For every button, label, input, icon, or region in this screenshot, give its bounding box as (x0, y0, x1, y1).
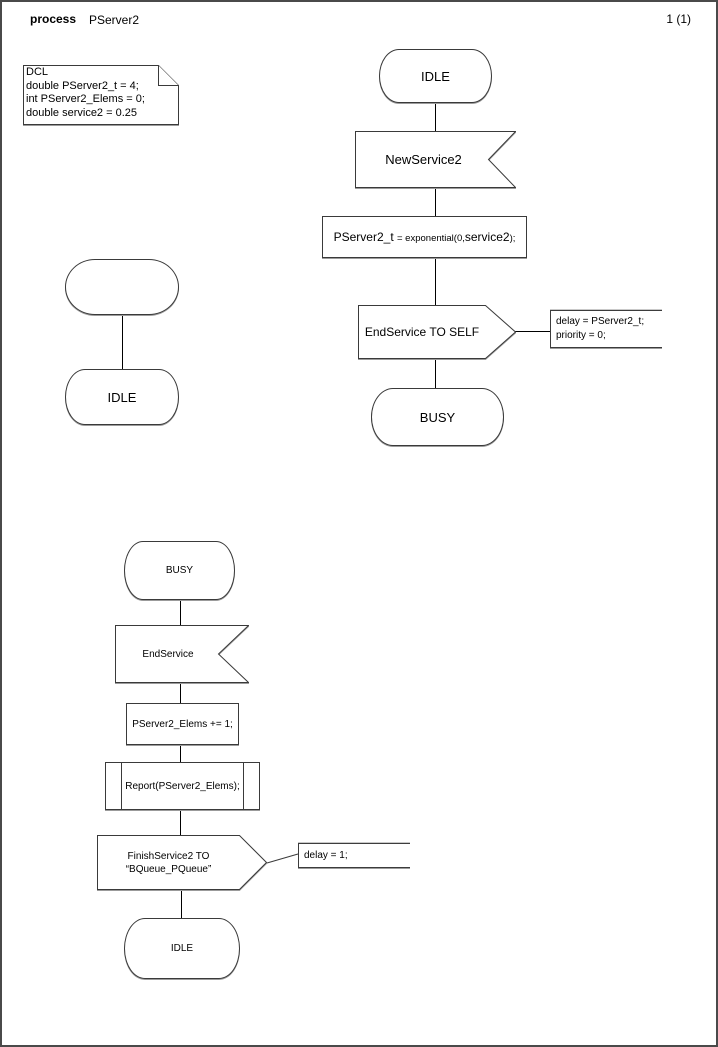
output-endservice-self[interactable] (358, 305, 516, 359)
task-increment-elems[interactable]: PServer2_Elems += 1; (126, 703, 239, 745)
declarations-text: DCL double PServer2_t = 4; int PServer2_… (26, 66, 176, 120)
input-endservice[interactable] (115, 625, 249, 683)
procedure-call-label: Report(PServer2_Elems); (125, 780, 240, 792)
state-busy-top[interactable]: BUSY (371, 388, 504, 446)
connector-output-to-comment-2 (266, 853, 299, 864)
process-kind-label: process (30, 12, 77, 26)
state-label: BUSY (419, 409, 456, 425)
connector-procedure-to-output (180, 810, 181, 835)
state-idle-start[interactable]: IDLE (65, 369, 179, 425)
state-busy-2[interactable]: BUSY (124, 541, 235, 600)
state-label: IDLE (170, 943, 194, 954)
connector-start-to-idle (122, 315, 123, 369)
input-newservice2[interactable] (355, 131, 516, 188)
start-symbol[interactable] (65, 259, 179, 315)
task-set-timer[interactable]: PServer2_t = exponential(0,service2); (322, 216, 527, 258)
state-idle-bottom[interactable]: IDLE (124, 918, 240, 979)
connector-newservice2-to-task (435, 188, 436, 216)
connector-busy-to-endservice (180, 600, 181, 625)
comment-line: delay = 1; (304, 850, 348, 861)
connector-output-to-comment (515, 331, 550, 332)
dcl-line: double service2 = 0.25 (26, 106, 137, 119)
comment-finishservice2[interactable]: delay = 1; (298, 843, 410, 868)
comment-line: delay = PServer2_t; (556, 316, 645, 327)
declarations-text-symbol[interactable] (23, 65, 179, 125)
state-label: BUSY (165, 565, 194, 576)
page-number: 1 (1) (666, 12, 691, 26)
connector-output-to-busy (435, 359, 436, 388)
connector-endservice-to-task (180, 683, 181, 703)
procedure-call-report[interactable]: Report(PServer2_Elems); (105, 762, 260, 810)
connector-task-to-procedure (180, 745, 181, 762)
comment-endservice[interactable]: delay = PServer2_t; priority = 0; (550, 310, 662, 348)
dcl-line: int PServer2_Elems = 0; (26, 93, 145, 105)
task-increment-label: PServer2_Elems += 1; (132, 718, 233, 730)
dcl-line: DCL (26, 66, 49, 78)
connector-output-to-idle (181, 890, 182, 918)
connector-idle-to-newservice2 (435, 103, 436, 131)
state-label: IDLE (421, 68, 450, 84)
comment-line: priority = 0; (556, 330, 606, 341)
connector-task-to-output (435, 258, 436, 305)
process-name: PServer2 (89, 13, 140, 27)
state-label: IDLE (107, 389, 137, 405)
task-set-timer-label: PServer2_t = exponential(0,service2); (333, 230, 516, 244)
output-finishservice2[interactable] (97, 835, 267, 890)
state-idle-top[interactable]: IDLE (379, 49, 492, 103)
dcl-line: double PServer2_t = 4; (26, 79, 139, 92)
